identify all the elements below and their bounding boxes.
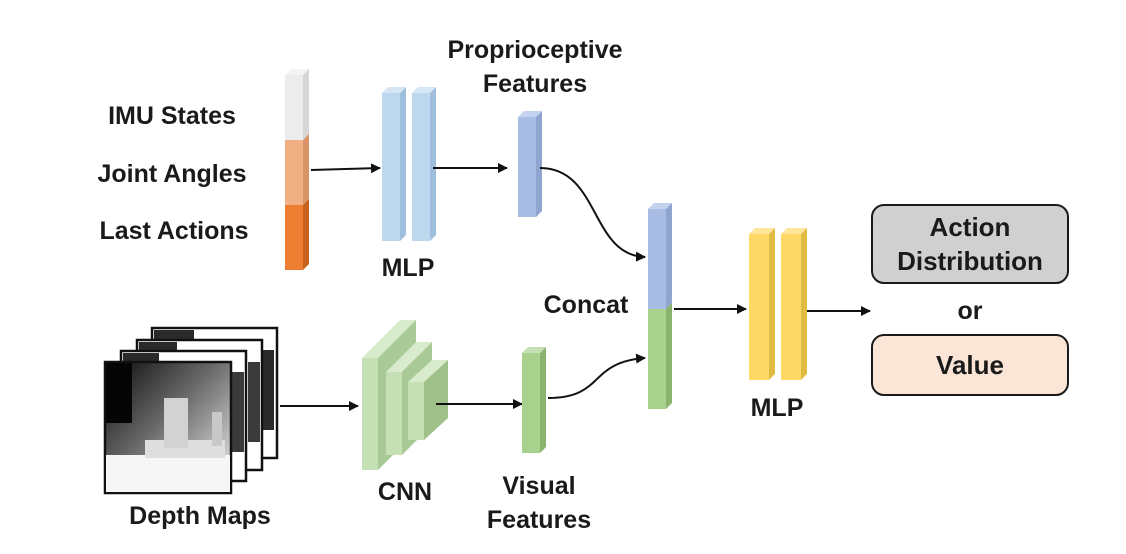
proprio-features-bar bbox=[518, 111, 542, 217]
visual-features-label-line2: Features bbox=[487, 506, 591, 534]
depth-map-frame-1 bbox=[103, 360, 233, 495]
mlp-top-label: MLP bbox=[382, 254, 435, 282]
visual-features-label-line1: Visual bbox=[502, 472, 575, 500]
or-label: or bbox=[958, 297, 983, 325]
imu-states-label: IMU States bbox=[108, 102, 236, 130]
proprio-input-bar bbox=[285, 69, 309, 270]
value-box: Value bbox=[871, 334, 1069, 396]
value-label: Value bbox=[936, 350, 1004, 380]
proprio-features-label-line2: Features bbox=[483, 70, 587, 98]
imu-states-segment bbox=[285, 75, 303, 140]
depth-maps-stack bbox=[103, 326, 279, 495]
cnn-label: CNN bbox=[378, 478, 432, 506]
mlp-top-block bbox=[382, 87, 436, 241]
mlp-right-label: MLP bbox=[751, 394, 804, 422]
joint-angles-segment bbox=[285, 140, 303, 205]
arrow-visual-to-concat bbox=[547, 353, 646, 399]
action-distribution-label-line2: Distribution bbox=[897, 246, 1043, 276]
action-distribution-box: Action Distribution bbox=[871, 204, 1069, 284]
action-distribution-label-line1: Action bbox=[930, 212, 1011, 242]
depth-maps-label: Depth Maps bbox=[129, 502, 271, 530]
arrow-input-to-mlp bbox=[310, 163, 381, 174]
mlp-right-block bbox=[749, 228, 807, 380]
last-actions-label: Last Actions bbox=[99, 217, 248, 245]
proprio-features-label-line1: Proprioceptive bbox=[447, 36, 622, 64]
joint-angles-label: Joint Angles bbox=[97, 160, 246, 188]
visual-features-bar bbox=[522, 347, 546, 453]
concat-bar bbox=[648, 203, 672, 409]
cnn-block bbox=[362, 320, 448, 470]
last-actions-segment bbox=[285, 205, 303, 270]
concat-label: Concat bbox=[544, 291, 629, 319]
arrow-proprio-to-concat bbox=[539, 167, 646, 262]
